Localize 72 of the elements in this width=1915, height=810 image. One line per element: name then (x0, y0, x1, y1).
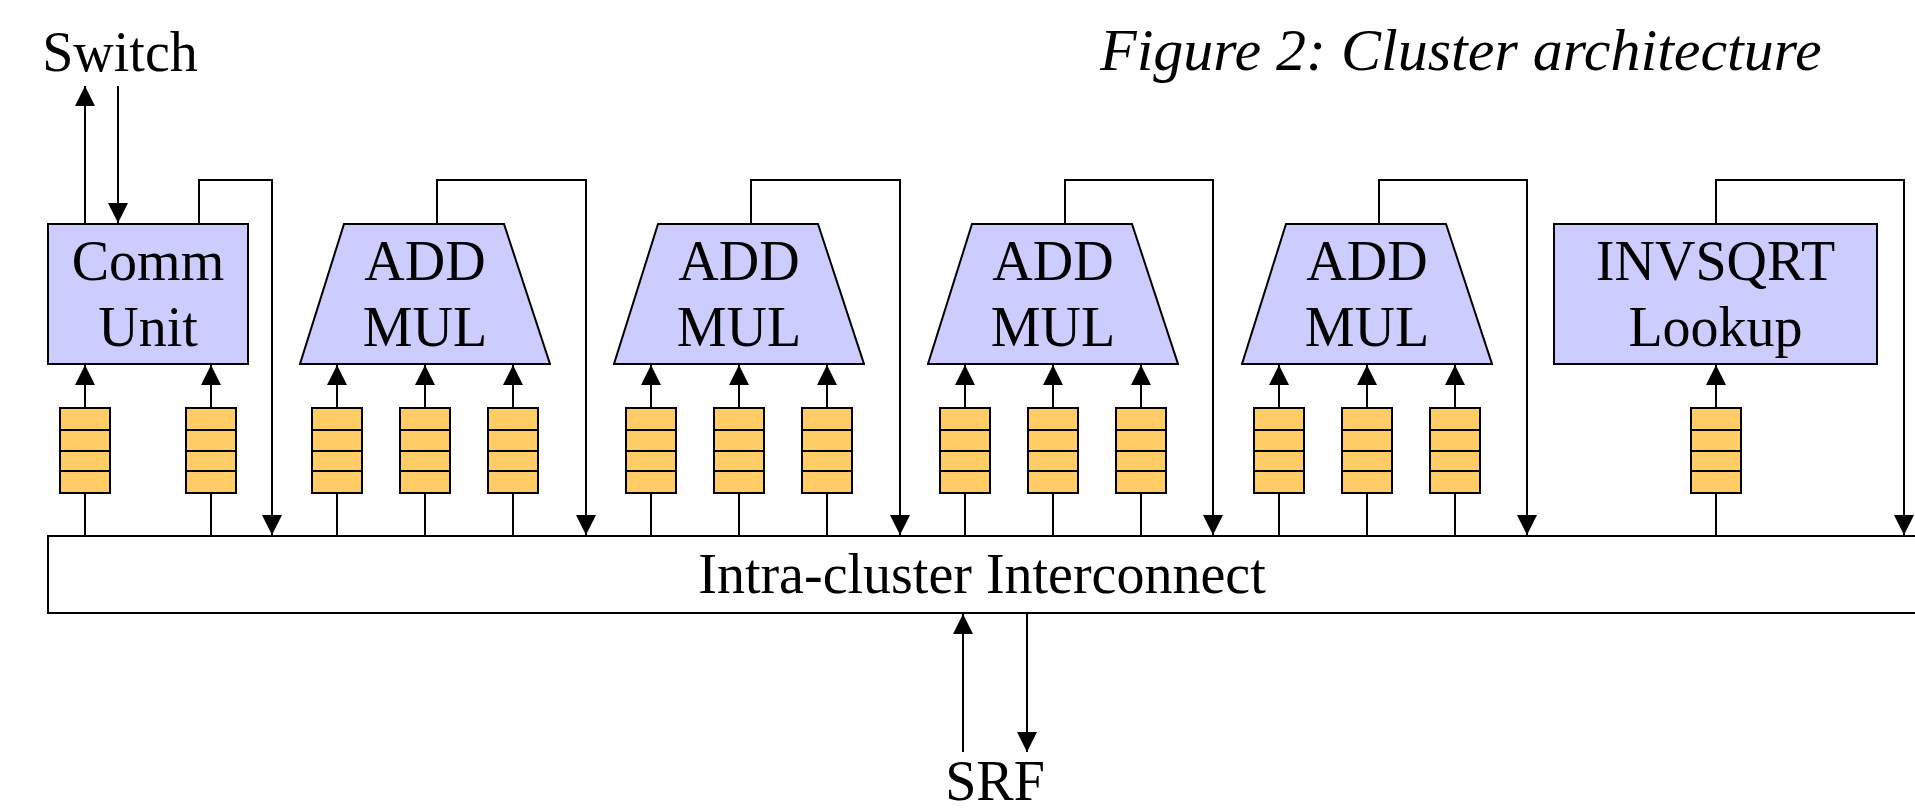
unit-label: ADD MUL (989, 228, 1117, 360)
arrow (750, 179, 910, 536)
connector-line (210, 493, 212, 536)
connector-line (84, 493, 86, 536)
fifo-queue (59, 407, 111, 494)
arrow (1715, 179, 1914, 536)
fifo-queue (487, 407, 539, 494)
arrow (817, 364, 837, 408)
terminal-label: Switch (42, 19, 198, 85)
arrow (1378, 179, 1537, 536)
arrow (1706, 364, 1726, 408)
alu-trapezoid (927, 223, 1179, 365)
connector-line (964, 493, 966, 536)
connector-line (826, 493, 828, 536)
alu-trapezoid (299, 223, 551, 365)
unit-label: ADD MUL (1303, 228, 1431, 360)
arrow (1131, 364, 1151, 408)
connector-line (512, 493, 514, 536)
arrow (201, 364, 221, 408)
connector-line (1454, 493, 1456, 536)
fifo-queue (1341, 407, 1393, 494)
arrow (503, 364, 523, 408)
connector-line (1366, 493, 1368, 536)
arrow (1357, 364, 1377, 408)
arrow (108, 85, 128, 224)
connector-line (1052, 493, 1054, 536)
connector-line (1715, 493, 1717, 536)
arrow (953, 613, 973, 753)
figure-title: Figure 2: Cluster architecture (1100, 16, 1822, 85)
unit-label: ADD MUL (361, 228, 489, 360)
arrow (1043, 364, 1063, 408)
unit-box (47, 223, 249, 365)
arrow (198, 179, 282, 536)
arrow (1064, 179, 1223, 536)
fifo-queue (399, 407, 451, 494)
interconnect-bar (47, 535, 1915, 614)
connector-line (336, 493, 338, 536)
arrow (1269, 364, 1289, 408)
fifo-queue (939, 407, 991, 494)
fifo-queue (1253, 407, 1305, 494)
fifo-queue (311, 407, 363, 494)
interconnect-label: Intra-cluster Interconnect (698, 542, 1266, 608)
arrow (1445, 364, 1465, 408)
connector-line (738, 493, 740, 536)
connector-line (1140, 493, 1142, 536)
unit-box (1553, 223, 1878, 365)
unit-label: INVSQRT Lookup (1594, 228, 1837, 360)
arrow (641, 364, 661, 408)
fifo-queue (625, 407, 677, 494)
arrow (955, 364, 975, 408)
fifo-queue (801, 407, 853, 494)
arrow (75, 85, 95, 224)
connector-line (424, 493, 426, 536)
arrow (436, 179, 596, 536)
unit-label: Comm Unit (70, 228, 226, 360)
arrow (1017, 613, 1037, 753)
alu-trapezoid (613, 223, 865, 365)
terminal-label: SRF (945, 748, 1045, 810)
fifo-queue (1429, 407, 1481, 494)
connector-line (1278, 493, 1280, 536)
arrow (327, 364, 347, 408)
fifo-queue (1690, 407, 1742, 494)
fifo-queue (1027, 407, 1079, 494)
fifo-queue (185, 407, 237, 494)
fifo-queue (713, 407, 765, 494)
unit-label: ADD MUL (675, 228, 803, 360)
fifo-queue (1115, 407, 1167, 494)
arrow (415, 364, 435, 408)
arrow (729, 364, 749, 408)
connector-line (650, 493, 652, 536)
alu-trapezoid (1241, 223, 1493, 365)
arrow (75, 364, 95, 408)
